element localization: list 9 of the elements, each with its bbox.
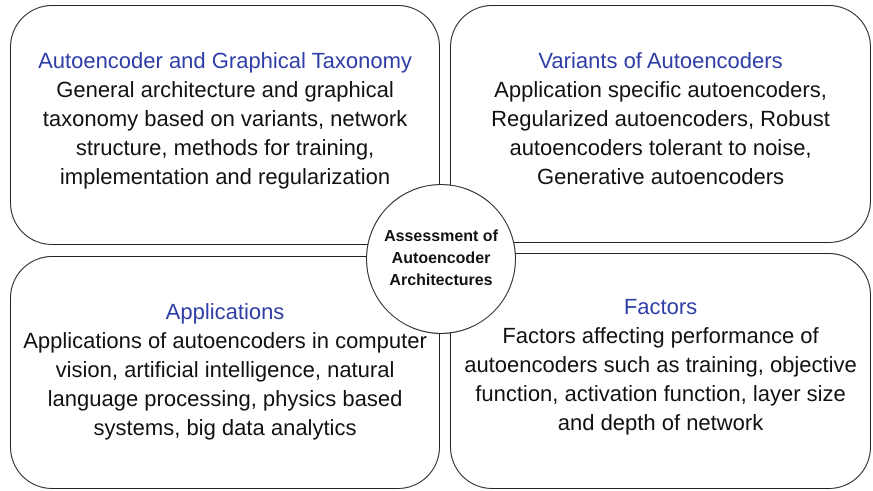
card-description: General architecture and graphical taxonomy based on variants, network structure, methods for training, implementation and regularization	[42, 76, 408, 191]
card-description: Applications of autoencoders in computer vision, artificial intelligence, natural language processing, physics based systems, big data analytics	[22, 327, 428, 442]
circle-title: Assessment of Autoencoder Architectures	[383, 227, 499, 291]
card-heading: Factors	[624, 293, 698, 321]
card-description: Factors affecting performance of autoencoders such as training, objective function, activation function, layer size and depth of network	[463, 322, 858, 437]
card-description: Application specific autoencoders, Regularized autoencoders, Robust autoencoders tolerant to noise, Generative autoencoders	[490, 76, 831, 191]
card-heading: Variants of Autoencoders	[538, 47, 783, 75]
card-heading: Autoencoder and Graphical Taxonomy	[38, 47, 412, 75]
card-heading: Applications	[166, 298, 284, 326]
